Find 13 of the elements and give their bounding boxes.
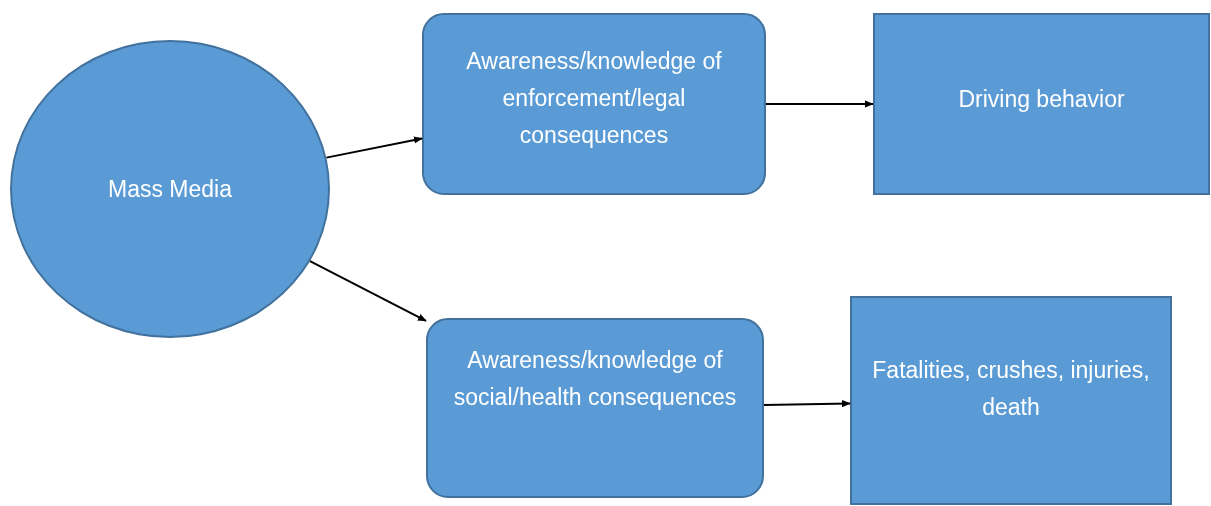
node-label: Driving behavior: [957, 85, 1126, 114]
rounded-box: [426, 318, 764, 498]
node-label: Mass Media: [107, 174, 233, 204]
process-box: [873, 13, 1210, 195]
node-label: Fatalities, crushes, injuries, death: [871, 356, 1151, 422]
process-box: [850, 296, 1172, 505]
arrow: [765, 100, 874, 108]
node-label: Awareness/knowledge of enforcement/legal consequences: [465, 47, 723, 150]
arrow: [309, 260, 427, 322]
node-label: Awareness/knowledge of social/health consequences: [452, 346, 738, 412]
arrow: [763, 399, 851, 408]
arrow: [325, 136, 423, 159]
rounded-box: [422, 13, 766, 195]
